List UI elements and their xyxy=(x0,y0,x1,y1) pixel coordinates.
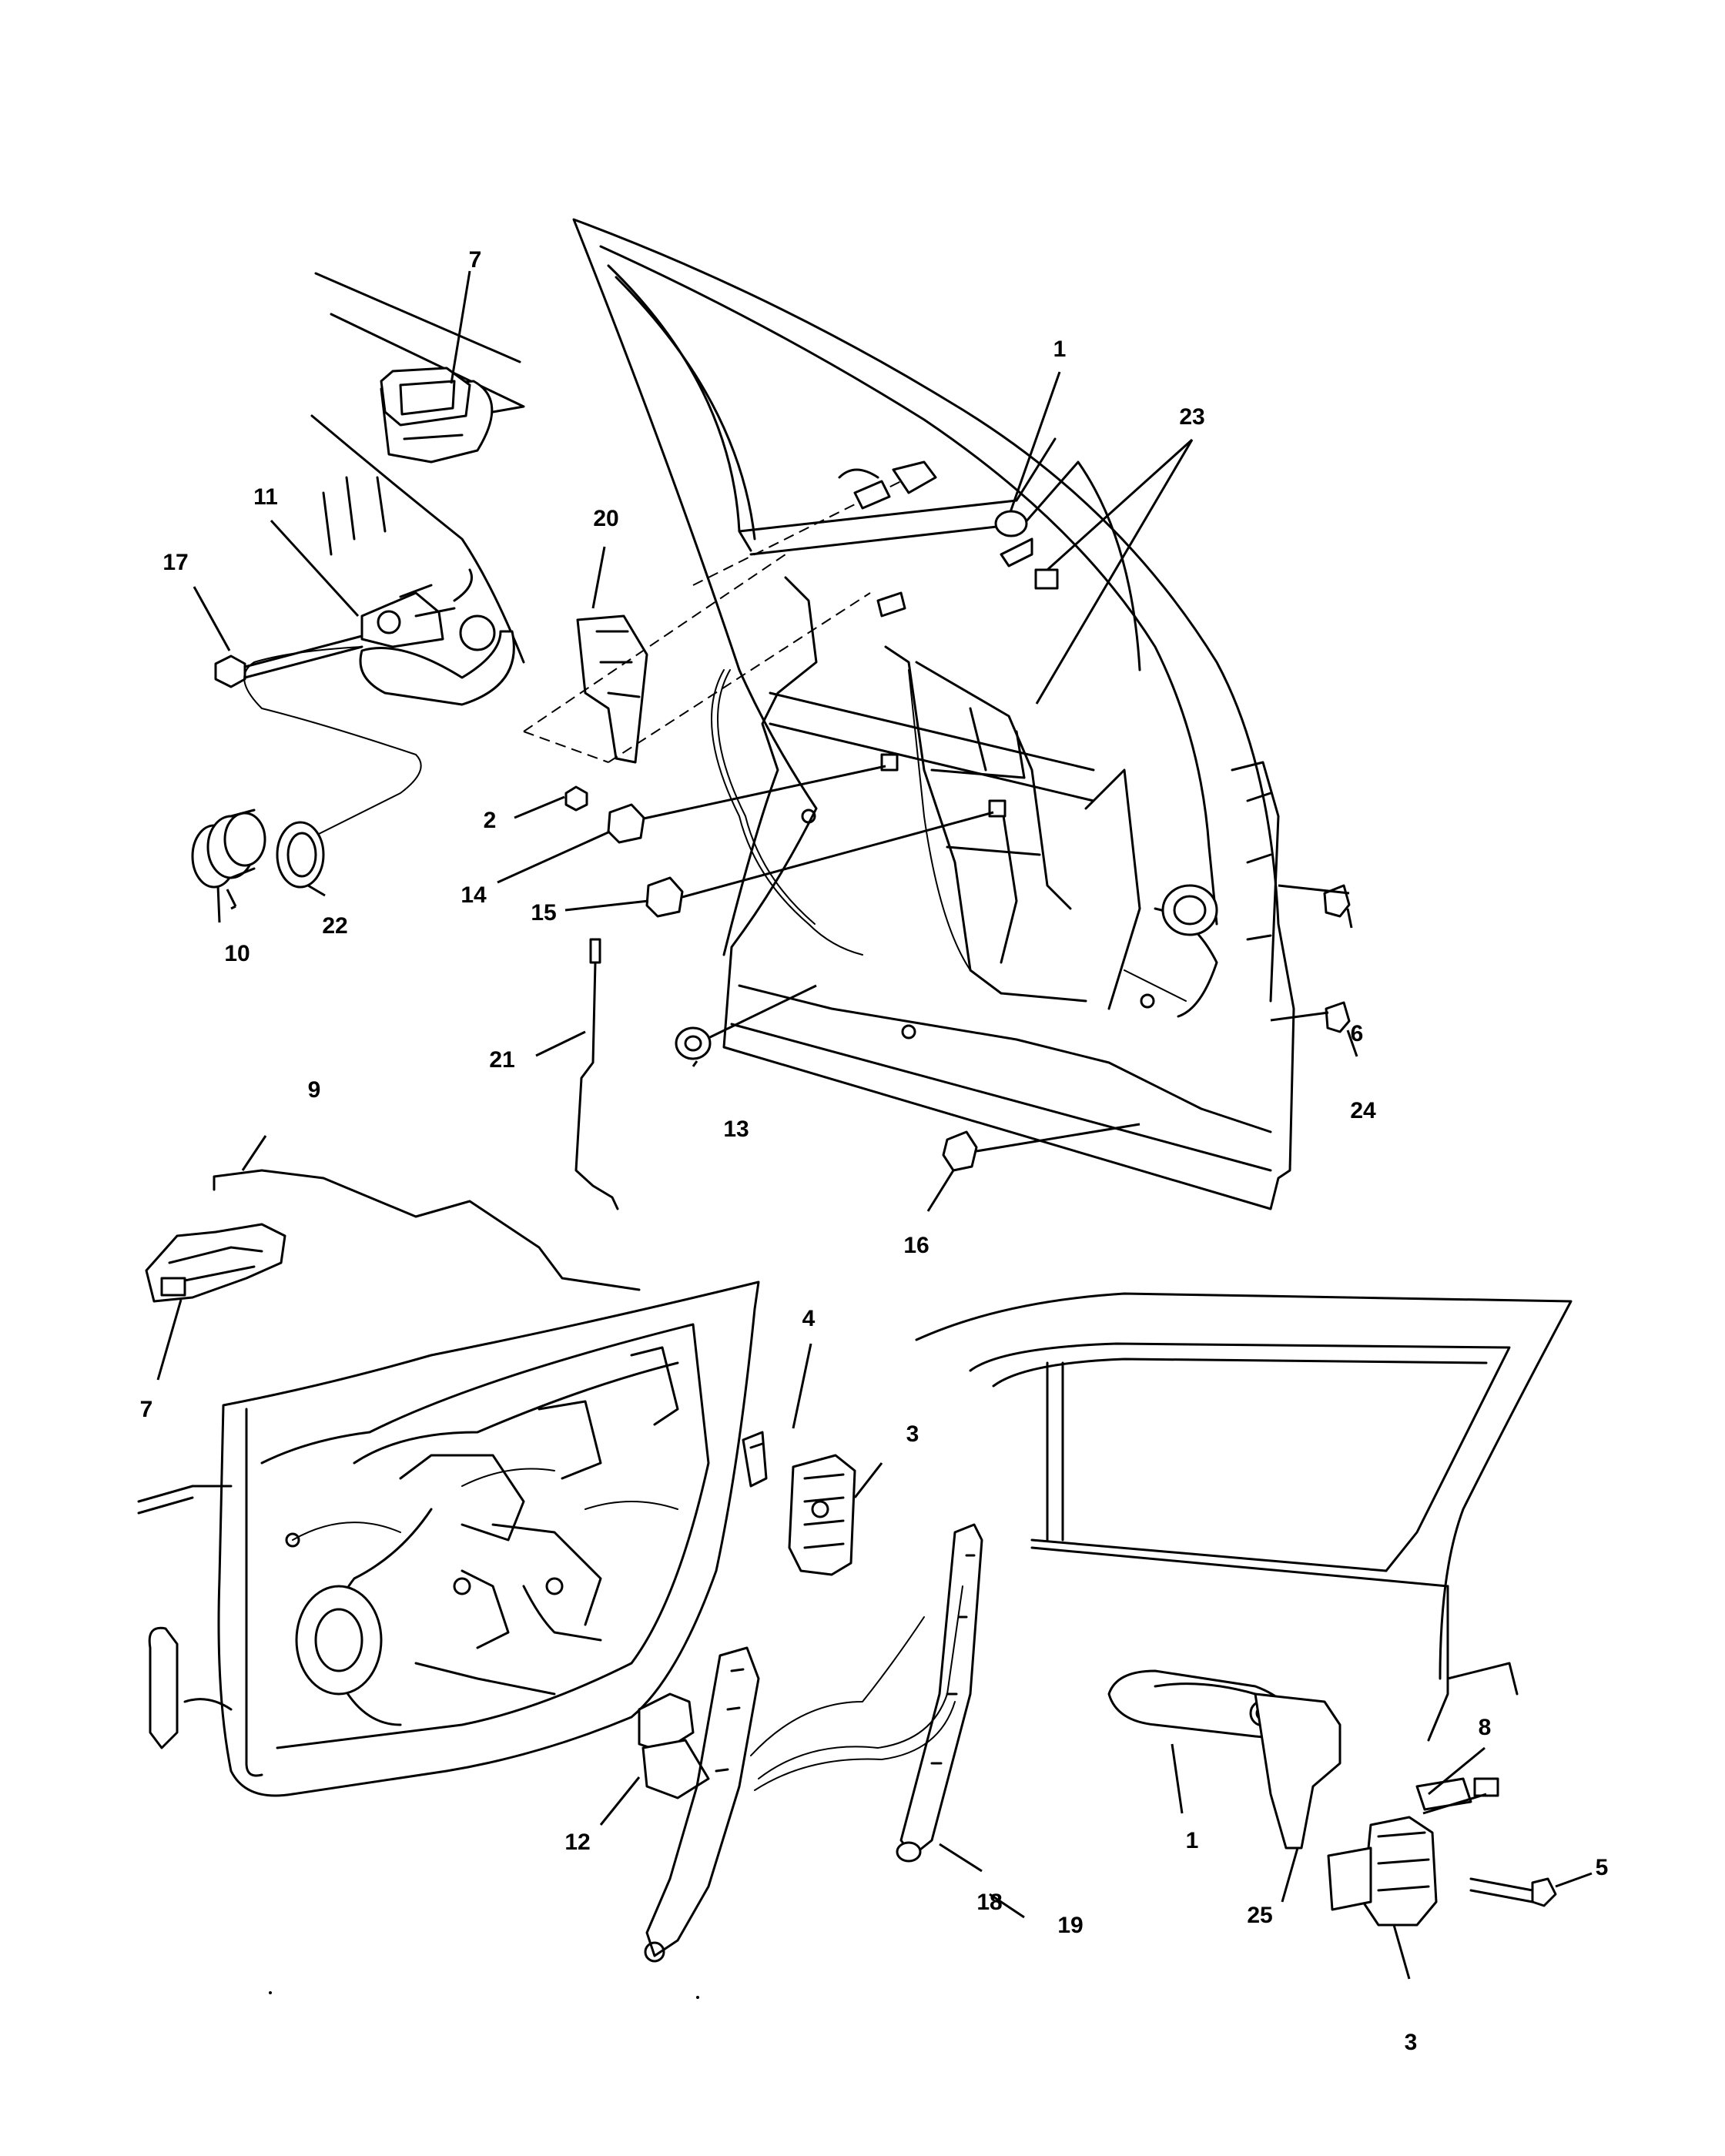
callout-18: 18 xyxy=(976,1890,1002,1915)
callout-17: 17 xyxy=(162,550,188,575)
latch-3-upper xyxy=(788,1454,856,1576)
exterior-door-panel xyxy=(915,1292,1573,1797)
clip-15 xyxy=(645,876,684,918)
lock-cylinder-10 xyxy=(191,808,266,889)
door-inner-panel xyxy=(572,218,1295,1210)
callout-1-lower: 1 xyxy=(1186,1828,1199,1853)
callout-9: 9 xyxy=(308,1077,321,1103)
callout-14: 14 xyxy=(461,882,487,908)
window-regulator-12 xyxy=(638,1646,760,1963)
callout-4: 4 xyxy=(802,1306,816,1331)
upper-door-handle-assembly xyxy=(310,272,525,706)
callout-6: 6 xyxy=(1351,1021,1364,1046)
callout-10: 10 xyxy=(224,941,250,966)
callout-5: 5 xyxy=(1596,1855,1609,1880)
bracket-20 xyxy=(576,614,648,764)
callout-2: 2 xyxy=(484,808,497,833)
regulator-cable-19 xyxy=(750,1585,963,1791)
callout-23: 23 xyxy=(1179,404,1204,430)
callout-3-lower: 3 xyxy=(1405,2030,1418,2055)
callout-25: 25 xyxy=(1247,1903,1272,1928)
lock-cable xyxy=(243,646,422,855)
clip-24 xyxy=(1325,1001,1351,1033)
nut-2 xyxy=(564,785,588,812)
callout-11: 11 xyxy=(253,484,278,510)
screw-5 xyxy=(1469,1877,1557,1907)
bracket-4 xyxy=(742,1431,768,1488)
callout-labels: 1 1 2 3 3 4 5 6 7 7 8 9 10 11 12 13 14 1… xyxy=(140,247,1609,2055)
lock-cylinder-linkage xyxy=(360,568,473,648)
assembly-guide-lines xyxy=(523,477,909,763)
callout-7-upper: 7 xyxy=(469,247,482,273)
inner-handle-7-upper xyxy=(380,367,471,427)
door-trim-panel xyxy=(137,1281,760,1797)
stray-marks xyxy=(269,1991,699,1999)
callout-13: 13 xyxy=(723,1116,749,1142)
callout-1-upper: 1 xyxy=(1053,336,1067,362)
callout-20: 20 xyxy=(593,506,618,531)
callout-24: 24 xyxy=(1350,1098,1376,1123)
callout-15: 15 xyxy=(531,900,556,926)
callout-8: 8 xyxy=(1479,1715,1492,1740)
callout-19: 19 xyxy=(1057,1913,1083,1938)
gasket-22 xyxy=(276,821,325,889)
inner-handle-7-lower xyxy=(145,1223,286,1303)
handle-bracket-25 xyxy=(1254,1692,1341,1850)
callout-7-lower: 7 xyxy=(140,1397,153,1422)
rod-21 xyxy=(574,938,619,1210)
latch-plate-8 xyxy=(1415,1777,1472,1811)
leader-lines xyxy=(156,270,1593,1980)
rod-9 xyxy=(213,1169,641,1291)
callout-3-upper: 3 xyxy=(906,1421,919,1447)
grommet-16 xyxy=(942,1130,978,1172)
callout-12: 12 xyxy=(564,1830,590,1855)
callout-16: 16 xyxy=(903,1233,929,1258)
latch-3-lower xyxy=(1327,1816,1438,1927)
grommet-13 xyxy=(675,1026,712,1060)
callout-22: 22 xyxy=(322,913,347,939)
callout-21: 21 xyxy=(489,1047,514,1073)
